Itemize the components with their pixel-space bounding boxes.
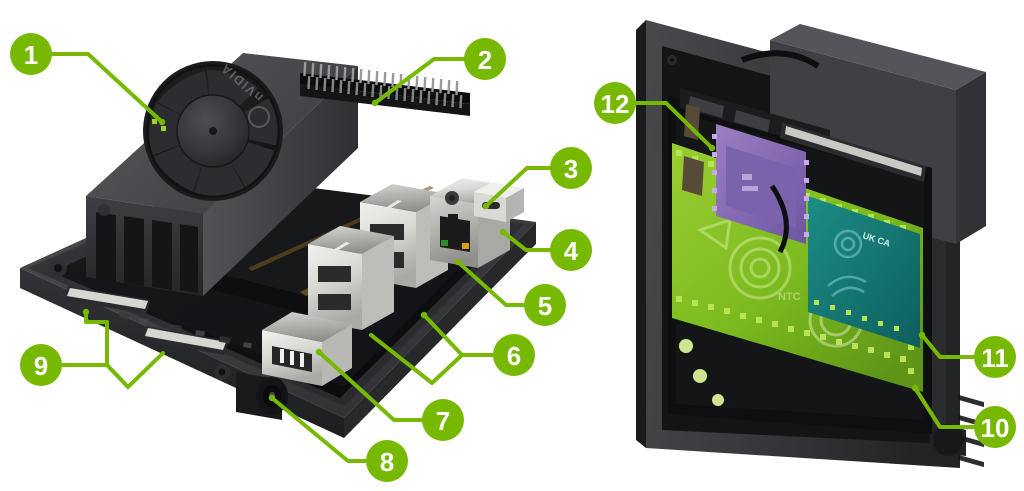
- leader-anchor-8: [268, 394, 276, 402]
- leader-line-3: [484, 166, 552, 208]
- leader-lines: [50, 52, 976, 463]
- leader-line-6: [369, 313, 495, 385]
- callout-badge-6[interactable]: 6: [493, 334, 535, 376]
- leader-anchor-5: [454, 258, 462, 266]
- callout-badge-circle-8[interactable]: [366, 440, 408, 482]
- svg-text:NTC: NTC: [778, 291, 801, 303]
- hdmi-port: [262, 312, 352, 386]
- rear-fasteners: [667, 55, 724, 406]
- m2-slot: [780, 122, 926, 182]
- leader-line-2: [373, 57, 466, 105]
- leader-anchor-9: [82, 308, 90, 316]
- leader-line-8: [270, 396, 368, 463]
- leader-anchor-3: [482, 202, 490, 210]
- leader-anchor-11: [918, 331, 926, 339]
- leader-line-1: [50, 52, 164, 124]
- callout-badge-7[interactable]: 7: [422, 399, 464, 441]
- callout-badge-circle-6[interactable]: [493, 334, 535, 376]
- leader-line-11: [920, 333, 976, 359]
- callout-badge-11[interactable]: 11: [974, 336, 1016, 378]
- callout-badge-circle-3[interactable]: [550, 147, 592, 189]
- callout-badge-9[interactable]: 9: [20, 344, 62, 386]
- leader-anchor-6: [420, 311, 428, 319]
- leader-line-4: [501, 230, 552, 252]
- right-product-photo: NTC: [636, 20, 986, 468]
- heatsink: nVIDIA: [86, 53, 358, 296]
- callout-badge-circle-10[interactable]: [974, 406, 1016, 448]
- gpio-header: [300, 62, 470, 116]
- leader-anchor-7: [315, 348, 323, 356]
- leader-anchor-12: [708, 144, 716, 152]
- leader-line-7: [317, 350, 424, 422]
- callout-badge-5[interactable]: 5: [524, 284, 566, 326]
- callout-badge-circle-5[interactable]: [524, 284, 566, 326]
- status-leds: [152, 119, 166, 131]
- callout-badge-8[interactable]: 8: [366, 440, 408, 482]
- leader-anchor-10: [911, 384, 919, 392]
- left-product-photo: nVIDIA: [20, 53, 536, 438]
- leader-line-12: [634, 101, 714, 150]
- callout-badge-circle-9[interactable]: [20, 344, 62, 386]
- callout-badge-circle-2[interactable]: [464, 38, 506, 80]
- camera-connectors: [64, 286, 228, 355]
- callout-badge-circle-4[interactable]: [550, 229, 592, 271]
- callout-badge-2[interactable]: 2: [464, 38, 506, 80]
- callout-badge-circle-7[interactable]: [422, 399, 464, 441]
- callout-badge-circle-1[interactable]: [10, 33, 52, 75]
- callout-badge-4[interactable]: 4: [550, 229, 592, 271]
- callout-badge-1[interactable]: 1: [10, 33, 52, 75]
- callout-badge-circle-12[interactable]: [594, 82, 636, 124]
- heatsink-fins: [96, 212, 198, 293]
- leader-anchor-1: [158, 118, 166, 126]
- leader-line-5: [456, 260, 526, 307]
- leader-line-10: [913, 386, 976, 429]
- leader-line-9: [60, 310, 165, 389]
- callout-badge-10[interactable]: 10: [974, 406, 1016, 448]
- callout-badge-12[interactable]: 12: [594, 82, 636, 124]
- callout-badge-3[interactable]: 3: [550, 147, 592, 189]
- wireless-module: UK CA: [808, 196, 920, 348]
- leader-anchor-4: [499, 228, 507, 236]
- leader-anchor-2: [371, 99, 379, 107]
- callout-badge-circle-11[interactable]: [974, 336, 1016, 378]
- board-components: [49, 191, 459, 380]
